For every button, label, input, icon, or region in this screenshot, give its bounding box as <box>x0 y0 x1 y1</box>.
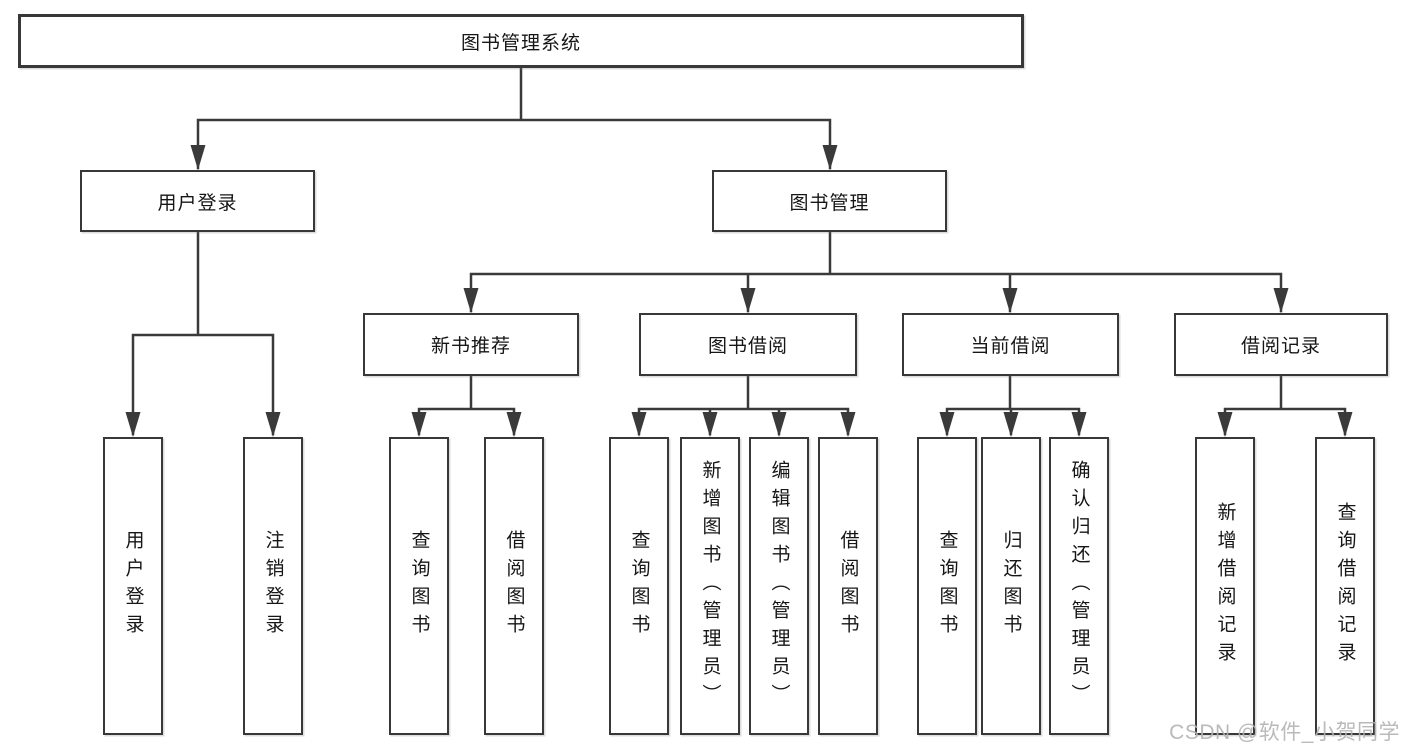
node-user-login: 用户登录 <box>80 170 315 232</box>
node-book-management: 图书管理 <box>712 170 947 232</box>
node-borrow-records: 借阅记录 <box>1174 313 1388 376</box>
leaf-label: 新增图书（管理员） <box>699 460 721 712</box>
connector-user-login <box>131 230 275 436</box>
leaf-confirm-return-admin: 确认归还（管理员） <box>1049 437 1109 735</box>
leaf-label: 编辑图书（管理员） <box>768 460 790 712</box>
leaf-borrow-books-recommend: 借阅图书 <box>484 437 544 735</box>
leaf-label: 用户登录 <box>122 530 144 642</box>
leaf-label: 归还图书 <box>1000 530 1022 642</box>
node-root: 图书管理系统 <box>18 14 1024 68</box>
connector-book-borrow <box>637 374 850 436</box>
leaf-label: 查询图书 <box>628 530 650 642</box>
connector-borrow-records <box>1223 374 1347 436</box>
node-new-book-recommend: 新书推荐 <box>363 313 579 376</box>
leaf-label: 确认归还（管理员） <box>1068 460 1090 712</box>
leaf-label: 查询图书 <box>408 530 430 642</box>
leaf-edit-book-admin: 编辑图书（管理员） <box>749 437 809 735</box>
leaf-query-books-current: 查询图书 <box>917 437 977 735</box>
leaf-borrow-books-borrow: 借阅图书 <box>818 437 878 735</box>
leaf-add-book-admin: 新增图书（管理员） <box>680 437 740 735</box>
leaf-query-books-recommend: 查询图书 <box>389 437 449 735</box>
watermark: CSDN @软件_小贺同学 <box>1169 721 1400 744</box>
connector-book-management <box>469 230 1283 313</box>
arrowhead-icons <box>125 145 1353 437</box>
leaf-user-login: 用户登录 <box>103 437 163 735</box>
leaf-label: 借阅图书 <box>837 530 859 642</box>
connector-root <box>196 65 832 170</box>
leaf-label: 查询借阅记录 <box>1334 502 1356 670</box>
node-book-borrow: 图书借阅 <box>639 313 857 376</box>
leaf-label: 查询图书 <box>936 530 958 642</box>
leaf-label: 注销登录 <box>262 530 284 642</box>
leaf-logout: 注销登录 <box>243 437 303 735</box>
leaf-label: 借阅图书 <box>503 530 525 642</box>
leaf-label: 新增借阅记录 <box>1214 502 1236 670</box>
leaf-query-books-borrow: 查询图书 <box>609 437 669 735</box>
leaf-add-borrow-record: 新增借阅记录 <box>1195 437 1255 735</box>
connector-new-book <box>417 374 516 436</box>
leaf-return-book: 归还图书 <box>981 437 1041 735</box>
leaf-query-borrow-record: 查询借阅记录 <box>1315 437 1375 735</box>
node-current-borrow: 当前借阅 <box>902 313 1119 376</box>
